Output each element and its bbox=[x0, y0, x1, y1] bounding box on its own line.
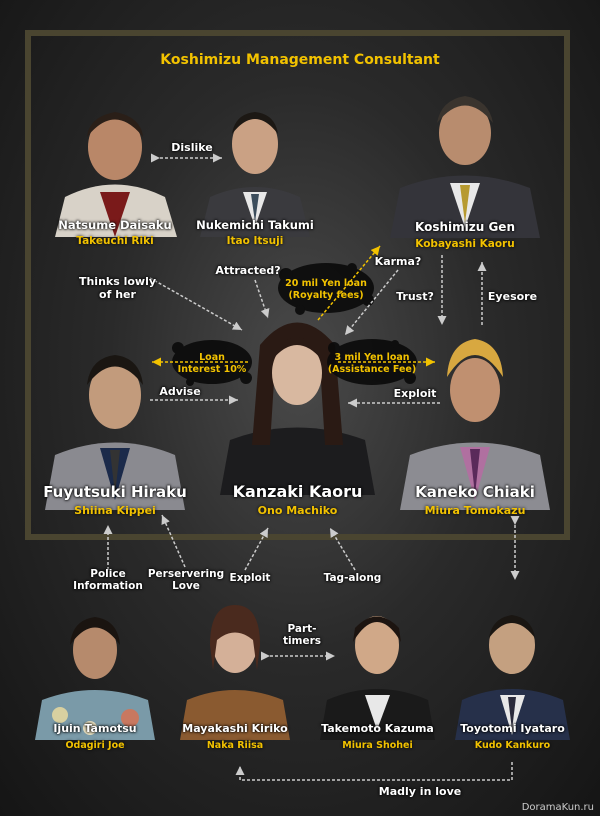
rel-police-line2: Information bbox=[73, 580, 143, 593]
actor-kaneko: Miura Tomokazu bbox=[424, 504, 526, 517]
actor-koshimizu: Kobayashi Kaoru bbox=[415, 238, 515, 250]
name-takemoto: Takemoto Kazuma bbox=[321, 722, 434, 735]
name-toyotomi: Toyotomi Iyataro bbox=[460, 722, 565, 735]
actor-ijuin: Odagiri Joe bbox=[65, 740, 125, 751]
actor-toyotomi: Kudo Kankuro bbox=[474, 740, 551, 751]
name-nukemichi: Nukemichi Takumi bbox=[196, 218, 314, 232]
rel-trust: Trust? bbox=[396, 290, 434, 303]
blob-royalty-line1: 20 mil Yen loan bbox=[285, 278, 367, 289]
actor-kanzaki: Ono Machiko bbox=[257, 504, 338, 517]
photo-mayakashi bbox=[175, 590, 295, 740]
name-kaneko: Kaneko Chiaki bbox=[415, 483, 535, 501]
rel-part-timers-line1: Part- bbox=[287, 623, 317, 635]
photo-takemoto bbox=[315, 590, 440, 740]
rel-police-line1: Police bbox=[90, 568, 126, 580]
rel-eyesore: Eyesore bbox=[487, 290, 538, 303]
actor-mayakashi: Naka Riisa bbox=[206, 740, 264, 751]
rel-love-line1: Perservering bbox=[147, 568, 225, 580]
photo-nukemichi bbox=[195, 92, 315, 237]
rel-exploit-kaneko: Exploit bbox=[393, 387, 437, 400]
name-natsume: Natsume Daisaku bbox=[58, 218, 172, 232]
blob-loan-line2: Interest 10% bbox=[177, 363, 247, 375]
watermark: DoramaKun.ru bbox=[521, 802, 594, 813]
actor-takemoto: Miura Shohei bbox=[342, 740, 413, 751]
rel-madly-in-love: Madly in love bbox=[378, 785, 462, 798]
rel-tag-along: Tag-along bbox=[323, 572, 382, 584]
actor-nukemichi: Itao Itsuji bbox=[226, 235, 284, 247]
rel-part-timers-line2: timers bbox=[282, 635, 322, 648]
blob-assist-line1: 3 mil Yen loan bbox=[334, 352, 410, 363]
rel-dislike: Dislike bbox=[171, 141, 213, 154]
rel-thinks-lowly-line1: Thinks lowly bbox=[78, 275, 157, 288]
rel-love-line2: Love bbox=[172, 580, 200, 593]
photo-koshimizu bbox=[385, 78, 545, 238]
photo-kaneko bbox=[395, 325, 555, 510]
actor-natsume: Takeuchi Riki bbox=[76, 235, 154, 247]
rel-attracted: Attracted? bbox=[215, 264, 281, 277]
photo-fuyutsuki bbox=[40, 330, 190, 510]
photo-ijuin bbox=[30, 600, 160, 740]
rel-karma: Karma? bbox=[374, 255, 422, 268]
blob-royalty-line2: (Royalty fees) bbox=[288, 289, 364, 301]
rel-advise: Advise bbox=[159, 385, 201, 398]
name-fuyutsuki: Fuyutsuki Hiraku bbox=[43, 483, 187, 501]
company-frame bbox=[25, 30, 570, 540]
name-mayakashi: Mayakashi Kiriko bbox=[182, 722, 288, 735]
name-ijuin: Ijuin Tamotsu bbox=[53, 722, 137, 735]
photo-natsume bbox=[45, 92, 185, 237]
blob-loan-line1: Loan bbox=[199, 352, 225, 363]
photo-kanzaki bbox=[215, 305, 380, 495]
actor-fuyutsuki: Shiina Kippei bbox=[74, 504, 156, 517]
rel-exploit-bottom: Exploit bbox=[229, 572, 271, 584]
ink-blob-assistance bbox=[327, 339, 417, 385]
photo-toyotomi bbox=[450, 590, 575, 740]
ink-blob-royalty bbox=[278, 263, 374, 315]
name-kanzaki: Kanzaki Kaoru bbox=[232, 482, 363, 501]
name-koshimizu: Koshimizu Gen bbox=[415, 220, 515, 234]
blob-assist-line2: (Assistance Fee) bbox=[327, 363, 417, 375]
rel-thinks-lowly-line2: of her bbox=[99, 287, 136, 301]
company-title: Koshimizu Management Consultant bbox=[160, 52, 440, 68]
